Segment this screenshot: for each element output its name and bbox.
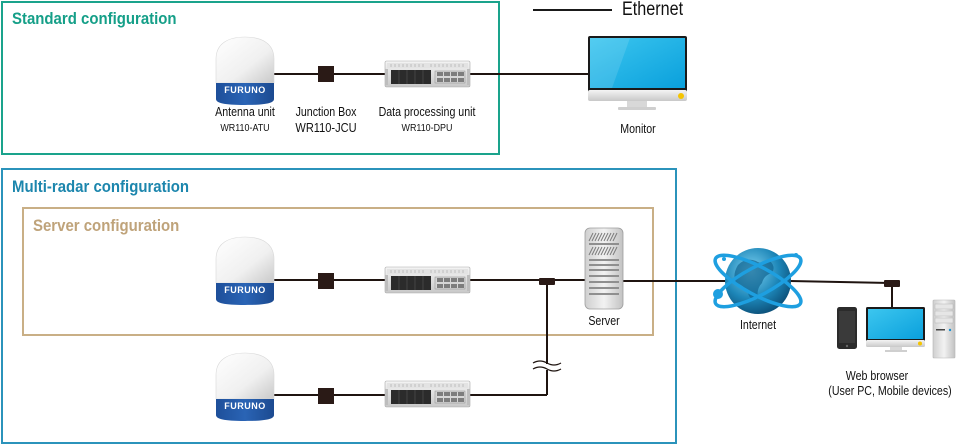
standard-configuration-frame [1, 1, 500, 155]
ethernet-legend-label: Ethernet [622, 0, 684, 20]
standard-configuration-title: Standard configuration [12, 9, 177, 28]
data-processing-unit-model: WR110-DPU [401, 122, 453, 134]
cable-break-symbol [532, 360, 562, 372]
web-browser-label: Web browser [845, 369, 909, 383]
monitor-icon [588, 36, 687, 110]
data-processing-unit-icon [384, 380, 471, 408]
smartphone-icon [837, 307, 857, 349]
junction-box-icon [318, 388, 334, 404]
server-configuration-title: Server configuration [33, 216, 180, 235]
junction-box-icon [318, 273, 334, 289]
pc-tower-icon [932, 299, 956, 359]
internet-globe-icon [713, 248, 803, 314]
data-processing-unit-label: Data processing unit [378, 105, 476, 119]
multi-radar-configuration-frame [1, 168, 677, 444]
internet-label: Internet [739, 318, 777, 332]
antenna-unit-icon [215, 36, 275, 106]
antenna-unit-model: WR110-ATU [220, 122, 270, 134]
server-label: Server [588, 314, 620, 328]
antenna-unit-label: Antenna unit [215, 105, 275, 119]
junction-box-label: Junction Box [295, 105, 357, 119]
network-hub-icon [539, 278, 555, 285]
server-icon [584, 227, 624, 310]
monitor-label: Monitor [620, 122, 656, 136]
server-configuration-frame [22, 207, 654, 336]
antenna-unit-icon [215, 236, 275, 306]
antenna-unit-icon [215, 352, 275, 422]
data-processing-unit-icon [384, 60, 471, 88]
web-browser-detail: (User PC, Mobile devices) [828, 384, 952, 398]
junction-box-model: WR110-JCU [295, 120, 357, 135]
junction-box-icon [318, 66, 334, 82]
multi-radar-configuration-title: Multi-radar configuration [12, 177, 190, 196]
network-hub-icon [884, 280, 900, 287]
desktop-monitor-icon [866, 307, 925, 352]
data-processing-unit-icon [384, 266, 471, 294]
